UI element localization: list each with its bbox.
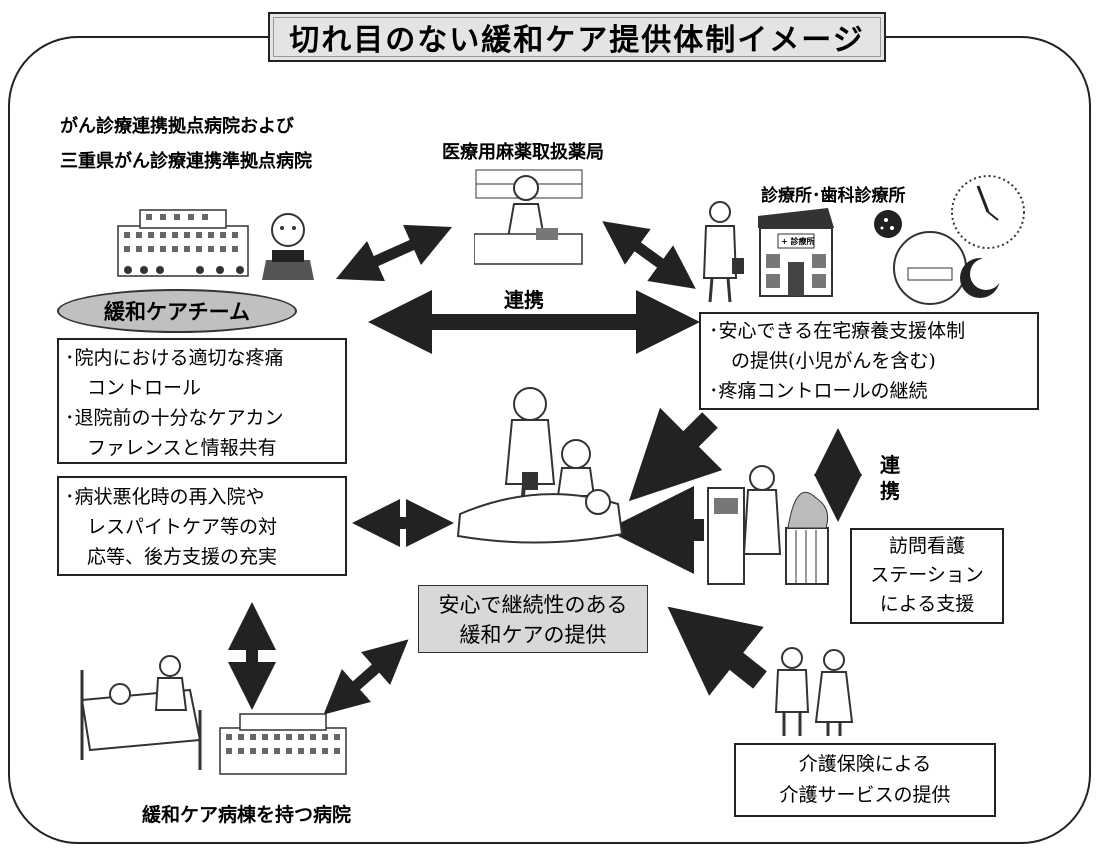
clinic-box-line: の提供(小児がんを含む): [731, 350, 936, 372]
page-title: 切れ目のない緩和ケア提供体制イメージ: [289, 23, 865, 58]
title-box: 切れ目のない緩和ケア提供体制イメージ: [268, 12, 886, 62]
arrow-ward-center: [323, 639, 409, 715]
team-box-line: ファレンスと情報共有: [87, 437, 277, 459]
nursing-box-line: による支援: [879, 593, 975, 615]
clinic-building-icon: [702, 201, 834, 303]
palliative-ward-icon: [80, 655, 347, 775]
clinic-box-line: ･疼痛コントロールの継続: [709, 380, 928, 402]
pharmacy-label: 医療用麻薬取扱薬局: [442, 142, 604, 163]
palliative-ward-hospital-label: 緩和ケア病棟を持つ病院: [142, 804, 352, 826]
care-service-box: 介護保険による 介護サービスの提供: [734, 743, 996, 817]
team-box-line: コントロール: [87, 377, 202, 399]
arrow-hospital-pharmacy: [335, 224, 453, 282]
care-team-label: 緩和ケアチーム: [104, 300, 250, 324]
clinic-sign: + 診療所: [781, 237, 815, 246]
backup-box-line: レスパイトケア等の対: [87, 516, 278, 538]
care-box-line: 介護サービスの提供: [779, 784, 951, 806]
renkei-vertical-char-2: 携: [880, 479, 900, 503]
clinic-label: 診療所･歯科診療所: [761, 186, 906, 206]
arrow-care-to-center: [667, 606, 767, 696]
care-team-oval: 緩和ケアチーム: [57, 289, 297, 333]
hospital-label-1: がん診療連携拠点病院および: [60, 116, 294, 137]
team-box-line: ･退院前の十分なケアカン: [65, 407, 284, 429]
care-box-line: 介護保険による: [798, 753, 932, 775]
clinic-info-box: ･安心できる在宅療養支援体制 の提供(小児がんを含む) ･疼痛コントロールの継続: [699, 312, 1039, 410]
renkei-label: 連携: [504, 288, 544, 312]
center-box-line: 緩和ケアの提供: [459, 623, 607, 647]
center-box-line: 安心で継続性のある: [438, 593, 628, 617]
team-box-line: ･院内における適切な疼痛: [65, 347, 284, 369]
day-night-care-icon: [874, 175, 1025, 305]
arrow-clinic-to-patient: [628, 407, 723, 502]
clinic-box-line: ･安心できる在宅療養支援体制: [709, 320, 966, 342]
backup-box-line: ･病状悪化時の再入院や: [65, 486, 265, 508]
nursing-box-line: 訪問看護: [888, 535, 965, 557]
center-result-box: 安心で継続性のある 緩和ケアの提供: [418, 585, 648, 653]
patient-care-icon: [456, 387, 624, 544]
elderly-couple-icon: [774, 647, 854, 736]
renkei-vertical-char-1: 連: [880, 453, 900, 477]
team-info-box: ･院内における適切な疼痛 コントロール ･退院前の十分なケアカン ファレンスと情…: [57, 338, 347, 464]
nursing-support-box: 訪問看護 ステーション による支援: [850, 528, 1004, 624]
backup-support-box: ･病状悪化時の再入院や レスパイトケア等の対 応等、後方支援の充実: [57, 476, 347, 576]
nursing-box-line: ステーション: [870, 564, 984, 586]
pharmacist-icon: [474, 169, 583, 265]
arrow-pharmacy-clinic: [602, 221, 696, 289]
visiting-nurse-icon: [707, 465, 829, 585]
hospital-label-2: 三重県がん診療連携準拠点病院: [60, 151, 312, 172]
renkei-vertical-label: 連 携: [880, 452, 900, 504]
hospital-building-icon: [117, 209, 314, 280]
backup-box-line: 応等、後方支援の充実: [87, 546, 278, 568]
